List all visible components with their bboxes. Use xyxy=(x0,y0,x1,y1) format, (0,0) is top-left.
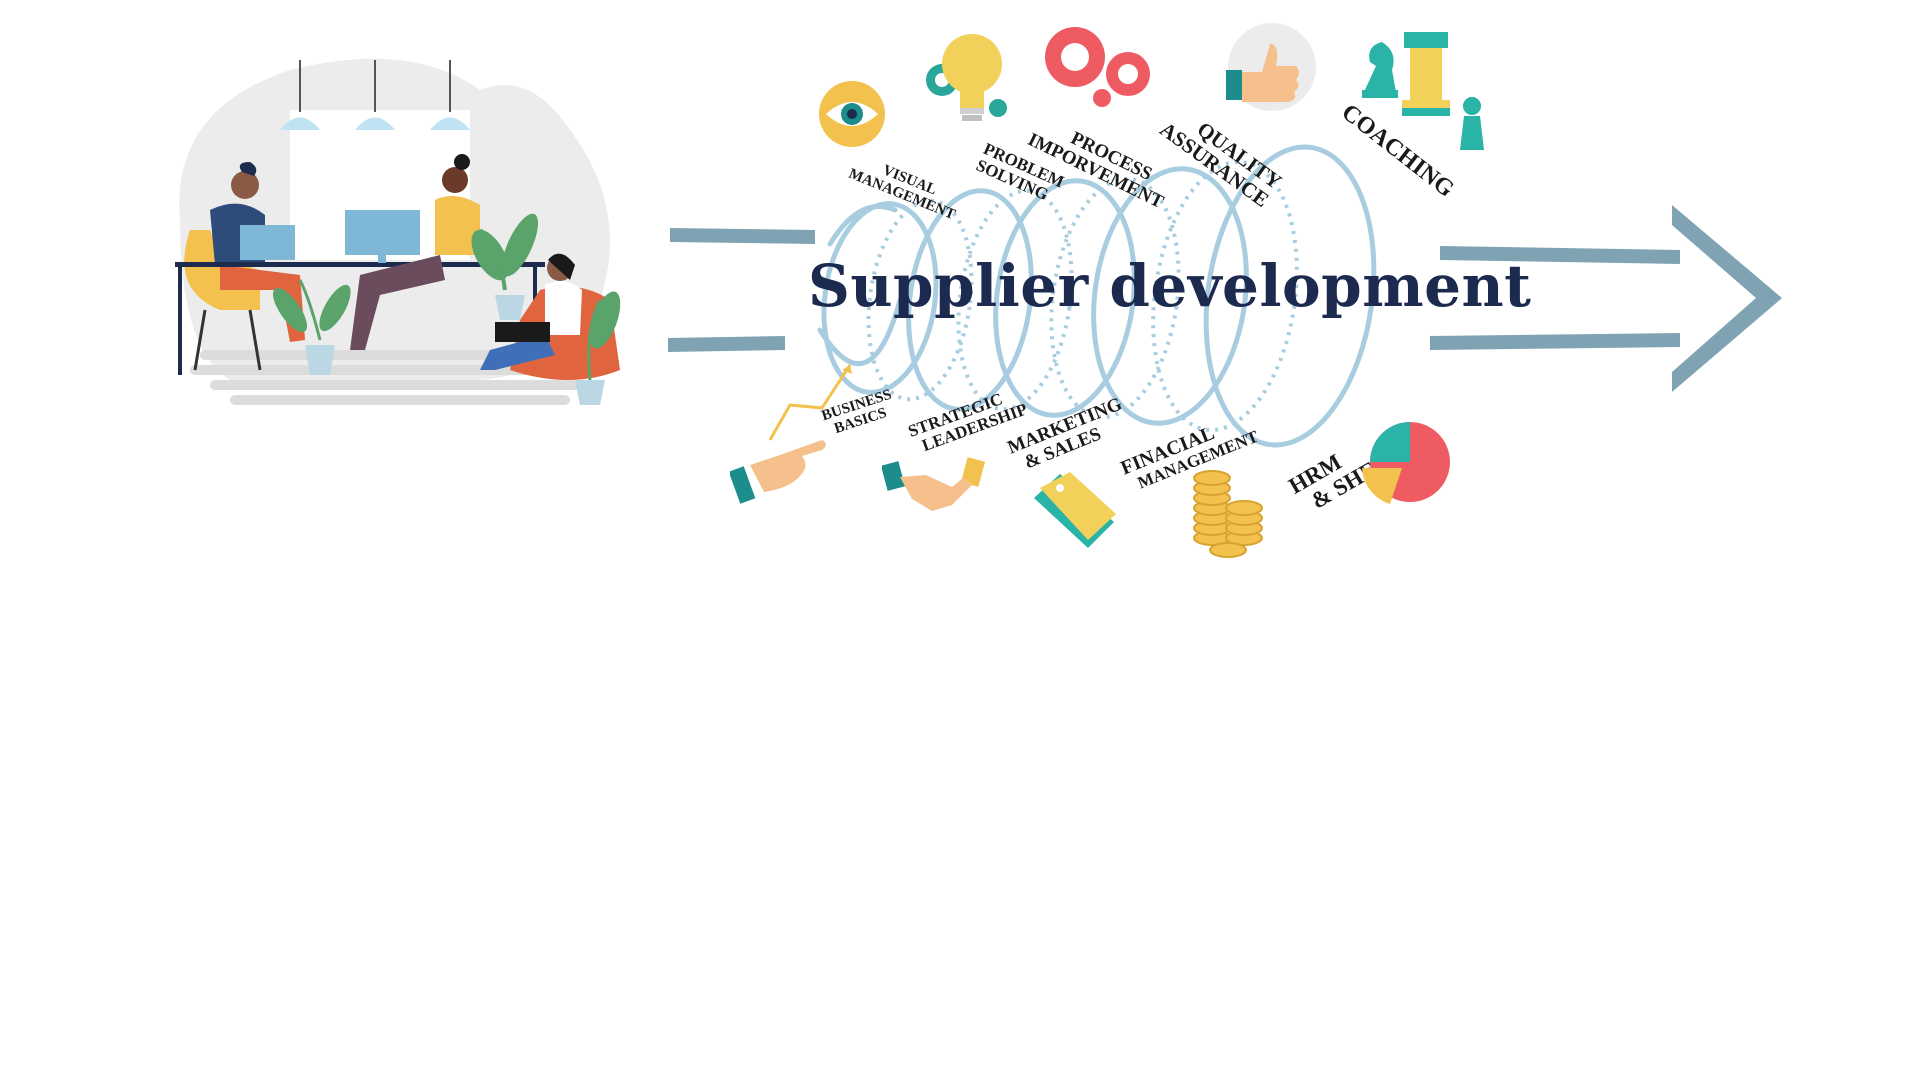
pointing-hand-chart-icon xyxy=(730,364,852,504)
office-team-illustration xyxy=(175,58,621,405)
coins-icon xyxy=(1193,470,1263,558)
pie-chart-icon xyxy=(1362,422,1450,504)
eye-icon xyxy=(819,81,885,147)
thumbs-up-icon xyxy=(1226,23,1316,111)
lightbulb-icon xyxy=(926,34,1007,121)
diagram-title: Supplier development xyxy=(808,252,1532,320)
price-tag-icon xyxy=(1034,472,1116,548)
gears-icon xyxy=(1045,27,1150,107)
chess-pieces-icon xyxy=(1362,32,1484,150)
handshake-icon xyxy=(882,457,986,511)
